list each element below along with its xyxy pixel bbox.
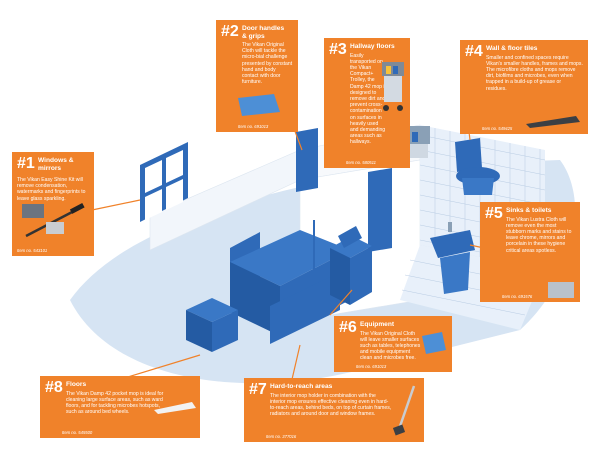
callout-description: The interior mop holder in combination w… (270, 392, 392, 418)
callout-windows-mirrors: #1 Windows & mirrors The Vikan Easy Shin… (12, 152, 94, 256)
lustra-cloth-icon (548, 282, 574, 298)
medical-equipment (313, 220, 372, 305)
mop-pad-icon (526, 116, 580, 128)
callout-hard-to-reach: #7 Hard-to-reach areas The interior mop … (244, 378, 424, 442)
callout-door-handles: #2 Door handles & grips The Vikan Origin… (216, 20, 298, 132)
callout-title: Windows & mirrors (38, 157, 74, 172)
sink (430, 222, 475, 294)
callout-number: #5 (485, 205, 503, 222)
callout-number: #8 (45, 379, 63, 396)
item-number: Item no. 545500 (62, 430, 93, 435)
cloth-icon (238, 94, 280, 116)
callout-description: Easily transported on the Vikan Compact+… (350, 52, 388, 146)
item-number: Item no. 691013 (356, 364, 387, 369)
window (140, 142, 188, 222)
item-number: Item no. 377016 (266, 434, 297, 439)
door-left (296, 128, 318, 192)
callout-description: Smaller and confined spaces require Vika… (486, 54, 583, 92)
callout-number: #7 (249, 381, 267, 398)
callout-floors: #8 Floors The Vikan Damp 42 pocket mop i… (40, 376, 200, 438)
callout-number: #4 (465, 43, 483, 60)
item-number: Item no. 691576 (502, 294, 533, 299)
callout-title: Door handles & grips (242, 25, 285, 40)
item-number: Item no. 549425 (482, 126, 513, 131)
callout-title: Equipment (360, 321, 395, 328)
toilet (455, 138, 500, 195)
callout-title: Sinks & toilets (506, 207, 552, 214)
squeegee-kit-icon (22, 202, 85, 238)
hospital-bed (230, 230, 350, 344)
cloth-icon (422, 332, 446, 354)
door-right (368, 168, 392, 252)
callout-hallway-floors: #3 Hallway floors Easily transported on … (324, 38, 410, 168)
trolley-icon (382, 62, 404, 111)
callout-description: The Vikan Damp 42 pocket mop is ideal fo… (66, 390, 164, 416)
item-number: Item no. 580511 (346, 160, 376, 165)
callout-number: #2 (221, 23, 239, 40)
callout-title: Hard-to-reach areas (270, 383, 333, 390)
callout-wall-floor-tiles: #4 Wall & floor tiles Smaller and confin… (460, 40, 588, 134)
interior-mop-icon (392, 385, 416, 436)
callout-number: #1 (17, 155, 35, 172)
callout-description: The Vikan Lustra Cloth will remove even … (506, 216, 572, 254)
item-number: Item no. 543101 (17, 248, 48, 253)
callout-title: Floors (66, 381, 87, 388)
callout-description: The Vikan Original Cloth will tackle the… (242, 42, 293, 86)
callout-title: Hallway floors (350, 43, 395, 50)
callout-equipment: #6 Equipment The Vikan Original Cloth wi… (334, 316, 452, 372)
item-number: Item no. 691013 (238, 124, 269, 129)
callout-number: #3 (329, 41, 347, 58)
callout-description: The Vikan Easy Shine Kit will remove con… (17, 177, 86, 202)
callout-sinks-toilets: #5 Sinks & toilets The Vikan Lustra Clot… (480, 202, 580, 302)
stool (186, 298, 238, 352)
callout-number: #6 (339, 319, 357, 336)
callout-title: Wall & floor tiles (486, 45, 538, 52)
callout-description: The Vikan Original Cloth will leave smal… (360, 330, 421, 362)
pocket-mop-icon (154, 402, 196, 414)
